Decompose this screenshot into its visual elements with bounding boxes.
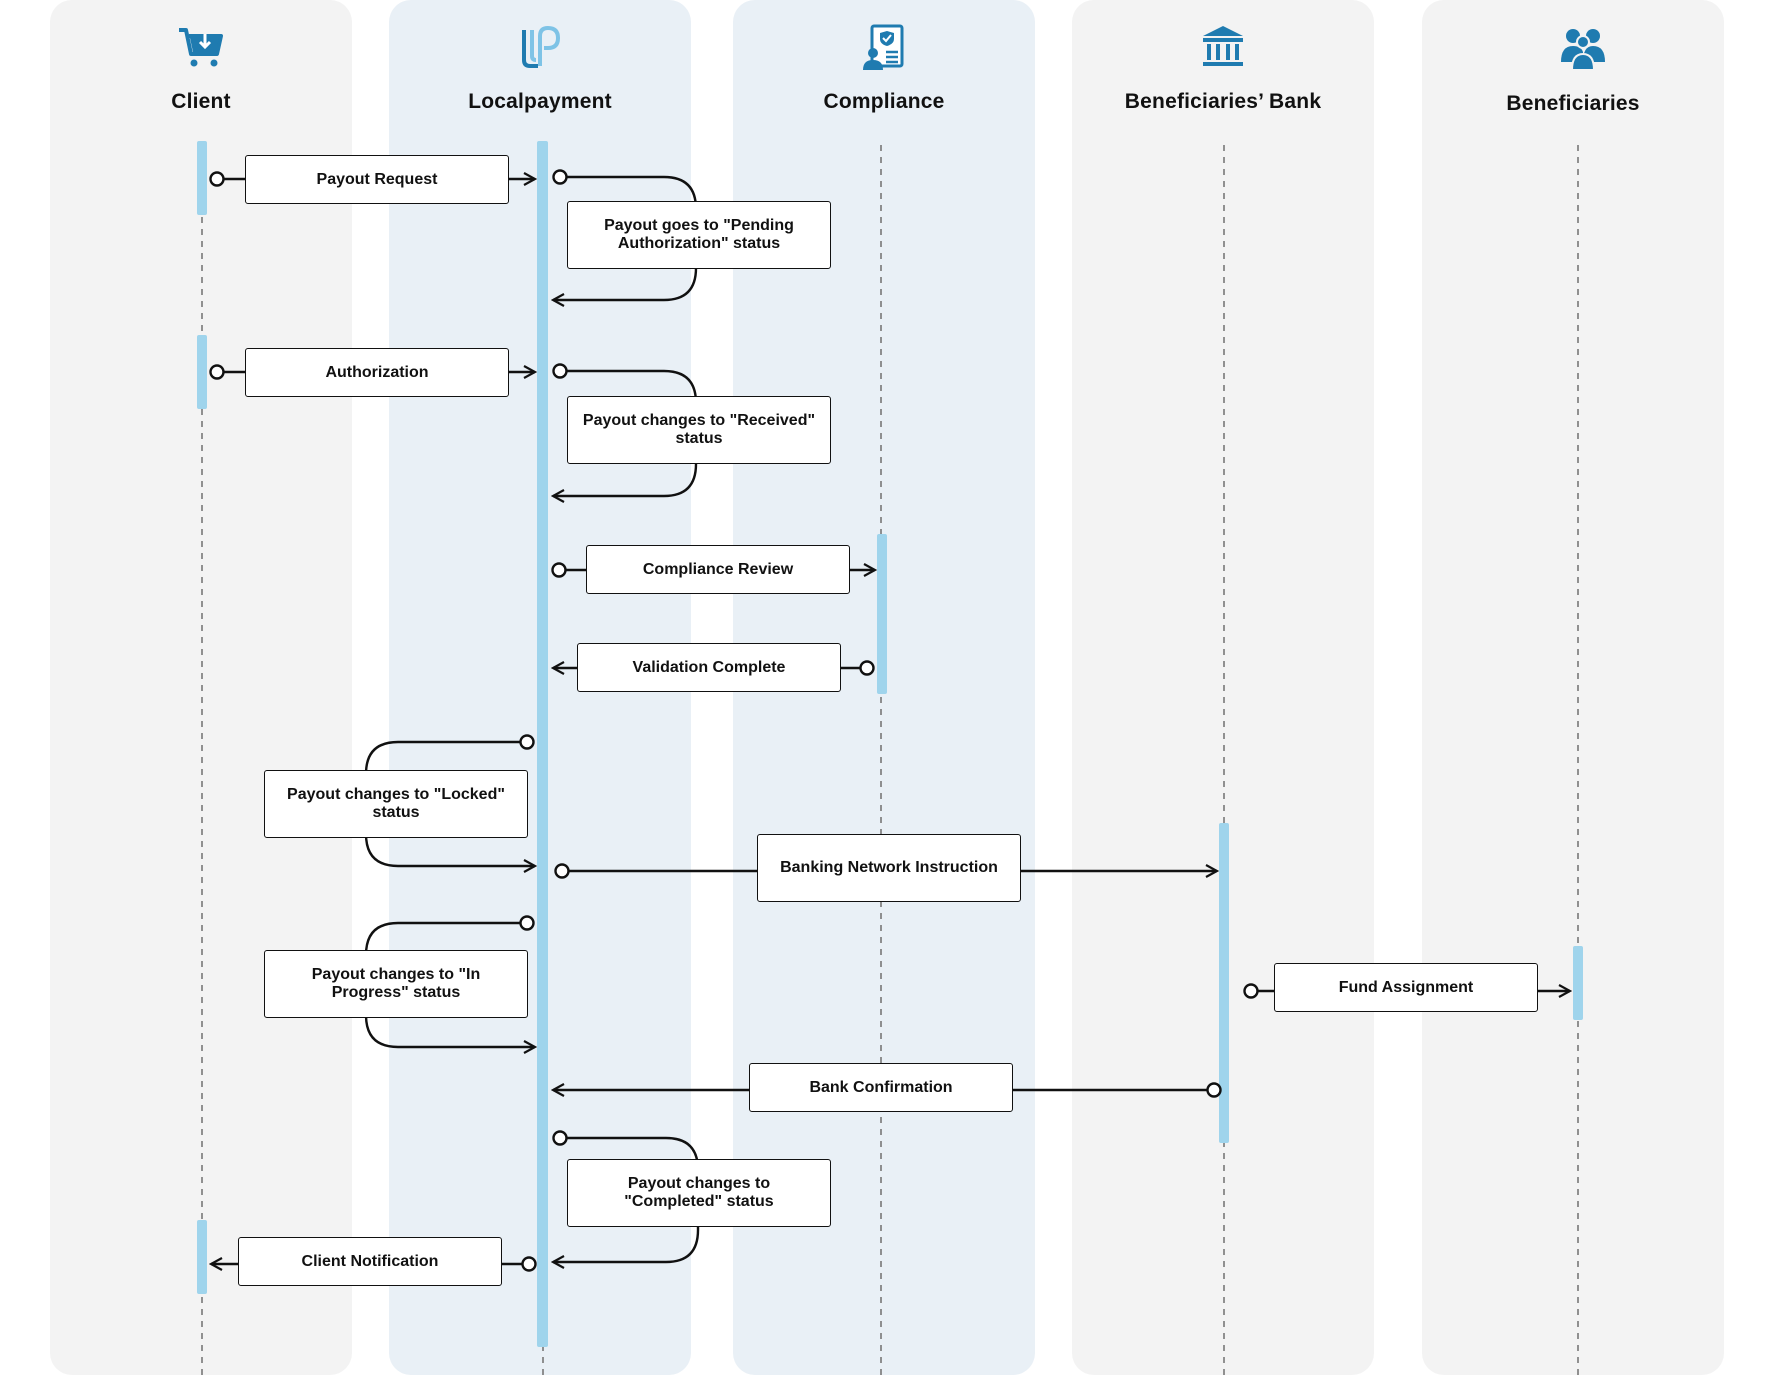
compliance-document-icon bbox=[863, 24, 904, 70]
lane-title-localpayment: Localpayment bbox=[468, 90, 612, 113]
lane-title-beneficiaries-bank: Beneficiaries’ Bank bbox=[1124, 90, 1322, 113]
message-completed: Payout changes to "Completed" status bbox=[567, 1159, 831, 1227]
activation-bar-client-1 bbox=[197, 141, 207, 215]
lane-beneficiaries-bank: Beneficiaries’ Bank bbox=[1072, 0, 1374, 1375]
people-group-icon bbox=[1561, 29, 1605, 71]
activation-bar-client-3 bbox=[197, 1220, 207, 1294]
shopping-cart-icon bbox=[179, 28, 223, 67]
bank-building-icon bbox=[1203, 26, 1243, 66]
message-pending-authorization: Payout goes to "Pending Authorization" s… bbox=[567, 201, 831, 269]
message-authorization: Authorization bbox=[245, 348, 509, 397]
message-payout-request: Payout Request bbox=[245, 155, 509, 204]
message-banking-network-instruction: Banking Network Instruction bbox=[757, 834, 1021, 902]
lane-beneficiaries: Beneficiaries bbox=[1422, 0, 1724, 1375]
lane-title-compliance: Compliance bbox=[823, 90, 945, 113]
lane-title-beneficiaries: Beneficiaries bbox=[1506, 92, 1640, 115]
activation-bar-client-2 bbox=[197, 335, 207, 409]
localpayment-logo-icon bbox=[522, 25, 561, 68]
lane-client: Client bbox=[50, 0, 352, 1375]
message-fund-assignment: Fund Assignment bbox=[1274, 963, 1538, 1012]
activation-bar-bank bbox=[1219, 823, 1229, 1143]
activation-bar-localpayment bbox=[537, 141, 548, 1347]
message-compliance-review: Compliance Review bbox=[586, 545, 850, 594]
lane-title-client: Client bbox=[171, 90, 231, 113]
message-client-notification: Client Notification bbox=[238, 1237, 502, 1286]
message-locked: Payout changes to "Locked" status bbox=[264, 770, 528, 838]
activation-bar-compliance bbox=[877, 534, 887, 694]
activation-bar-beneficiaries bbox=[1573, 946, 1583, 1020]
message-in-progress: Payout changes to "In Progress" status bbox=[264, 950, 528, 1018]
message-validation-complete: Validation Complete bbox=[577, 643, 841, 692]
message-bank-confirmation: Bank Confirmation bbox=[749, 1063, 1013, 1112]
message-received: Payout changes to "Received" status bbox=[567, 396, 831, 464]
